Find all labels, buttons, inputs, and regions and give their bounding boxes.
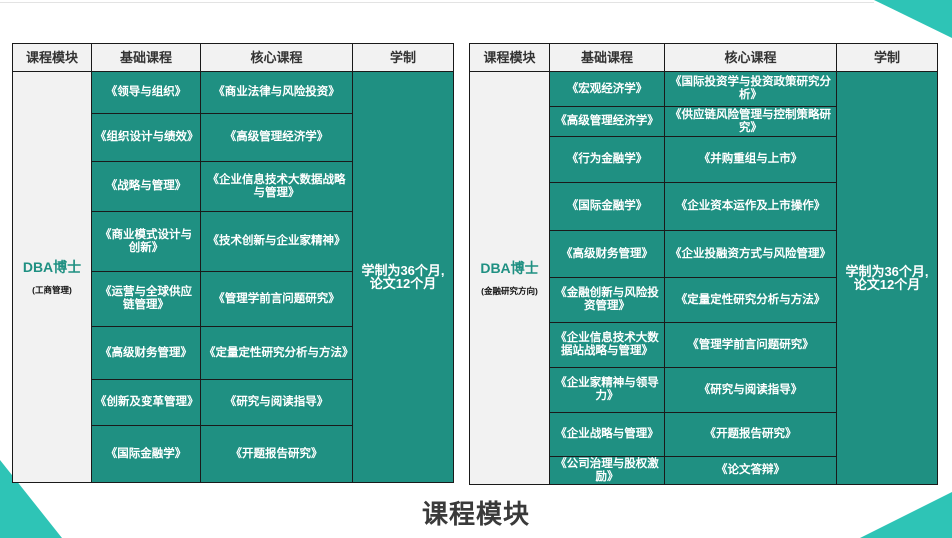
header-core-courses: 核心课程 <box>664 43 837 72</box>
basic-course: 《战略与管理》 <box>91 161 201 212</box>
basic-course: 《企业信息技术大数据站战略与管理》 <box>549 322 665 368</box>
course-table-business-admin: 课程模块 基础课程 核心课程 学制 DBA博士 (工商管理) 《领导与组织》 《… <box>12 43 454 483</box>
core-course: 《管理学前言问题研究》 <box>664 322 837 368</box>
table-row: 《企业信息技术大数据站战略与管理》 《管理学前言问题研究》 <box>470 322 938 368</box>
duration-cell: 学制为36个月, 论文12个月 <box>352 71 454 483</box>
table-row: 《创新及变革管理》 《研究与阅读指导》 <box>13 379 454 426</box>
header-duration: 学制 <box>352 43 454 72</box>
basic-course: 《金融创新与风险投资管理》 <box>549 277 665 323</box>
core-course: 《企业投融资方式与风险管理》 <box>664 230 837 278</box>
duration-line-1: 学制为36个月, <box>845 264 929 279</box>
basic-course: 《组织设计与绩效》 <box>91 113 201 162</box>
basic-course: 《企业家精神与领导力》 <box>549 367 665 413</box>
table-row: 《运营与全球供应链管理》 《管理学前言问题研究》 <box>13 271 454 327</box>
core-course: 《商业法律与风险投资》 <box>200 71 353 114</box>
table-row: 《企业家精神与领导力》 《研究与阅读指导》 <box>470 367 938 413</box>
basic-course: 《运营与全球供应链管理》 <box>91 271 201 327</box>
basic-course: 《宏观经济学》 <box>549 71 665 107</box>
basic-course: 《高级管理经济学》 <box>549 106 665 137</box>
core-course: 《企业信息技术大数据战略与管理》 <box>200 161 353 212</box>
core-course: 《论文答辩》 <box>664 456 837 485</box>
table-row: 《战略与管理》 《企业信息技术大数据战略与管理》 <box>13 161 454 212</box>
basic-course: 《国际金融学》 <box>91 425 201 483</box>
table-row: 《国际金融学》 《开题报告研究》 <box>13 425 454 483</box>
basic-course: 《创新及变革管理》 <box>91 379 201 426</box>
degree-subtitle: (金融研究方向) <box>481 286 538 296</box>
basic-course: 《高级财务管理》 <box>549 230 665 278</box>
core-course: 《并购重组与上市》 <box>664 136 837 183</box>
degree-name: DBA博士 <box>480 260 539 276</box>
header-core-courses: 核心课程 <box>200 43 353 72</box>
corner-decoration-top-right <box>874 0 952 38</box>
header-basic-courses: 基础课程 <box>91 43 201 72</box>
header-duration: 学制 <box>836 43 938 72</box>
table-row: 《组织设计与绩效》 《高级管理经济学》 <box>13 113 454 162</box>
basic-course: 《行为金融学》 <box>549 136 665 183</box>
table-row: 《行为金融学》 《并购重组与上市》 <box>470 136 938 183</box>
table-row: 《高级管理经济学》 《供应链风险管理与控制策略研究》 <box>470 106 938 137</box>
core-course: 《管理学前言问题研究》 <box>200 271 353 327</box>
basic-course: 《企业战略与管理》 <box>549 412 665 457</box>
core-course: 《定量定性研究分析与方法》 <box>664 277 837 323</box>
header-module: 课程模块 <box>12 43 92 72</box>
core-course: 《研究与阅读指导》 <box>200 379 353 426</box>
table-row: DBA博士 (工商管理) 《领导与组织》 《商业法律与风险投资》 学制为36个月… <box>12 71 454 483</box>
basic-course: 《高级财务管理》 <box>91 326 201 380</box>
degree-cell: DBA博士 (工商管理) <box>12 71 92 483</box>
core-course: 《高级管理经济学》 <box>200 113 353 162</box>
table-row: 《商业模式设计与创新》 《技术创新与企业家精神》 <box>13 211 454 272</box>
top-divider <box>0 2 874 3</box>
course-table-finance: 课程模块 基础课程 核心课程 学制 DBA博士 (金融研究方向) 《宏观经济学》… <box>469 43 938 485</box>
core-course: 《技术创新与企业家精神》 <box>200 211 353 272</box>
basic-course: 《商业模式设计与创新》 <box>91 211 201 272</box>
header-module: 课程模块 <box>469 43 550 72</box>
core-course: 《研究与阅读指导》 <box>664 367 837 413</box>
table-row: 《金融创新与风险投资管理》 《定量定性研究分析与方法》 <box>470 277 938 323</box>
basic-course: 《领导与组织》 <box>91 71 201 114</box>
basic-course: 《国际金融学》 <box>549 182 665 231</box>
core-course: 《企业资本运作及上市操作》 <box>664 182 837 231</box>
duration-line-1: 学制为36个月, <box>361 263 445 278</box>
page-title: 课程模块 <box>421 499 530 529</box>
table-header-row: 课程模块 基础课程 核心课程 学制 <box>12 43 454 72</box>
degree-subtitle: (工商管理) <box>32 285 72 295</box>
table-row: 《高级财务管理》 《企业投融资方式与风险管理》 <box>470 230 938 278</box>
core-course: 《开题报告研究》 <box>664 412 837 457</box>
corner-decoration-bottom-right <box>860 492 952 538</box>
table-row: DBA博士 (金融研究方向) 《宏观经济学》 《国际投资学与投资政策研究分析》 … <box>469 71 938 485</box>
core-course: 《开题报告研究》 <box>200 425 353 483</box>
degree-name: DBA博士 <box>22 259 82 275</box>
table-row: 《公司治理与股权激励》 《论文答辩》 <box>470 456 938 485</box>
core-course: 《定量定性研究分析与方法》 <box>200 326 353 380</box>
core-course: 《供应链风险管理与控制策略研究》 <box>664 106 837 137</box>
duration-line-2: 论文12个月 <box>853 277 921 292</box>
core-course: 《国际投资学与投资政策研究分析》 <box>664 71 837 107</box>
basic-course: 《公司治理与股权激励》 <box>549 456 665 485</box>
table-row: 《高级财务管理》 《定量定性研究分析与方法》 <box>13 326 454 380</box>
table-header-row: 课程模块 基础课程 核心课程 学制 <box>469 43 938 72</box>
duration-line-2: 论文12个月 <box>369 276 437 291</box>
duration-cell: 学制为36个月, 论文12个月 <box>836 71 938 485</box>
table-row: 《企业战略与管理》 《开题报告研究》 <box>470 412 938 457</box>
header-basic-courses: 基础课程 <box>549 43 665 72</box>
table-row: 《国际金融学》 《企业资本运作及上市操作》 <box>470 182 938 231</box>
degree-cell: DBA博士 (金融研究方向) <box>469 71 550 485</box>
